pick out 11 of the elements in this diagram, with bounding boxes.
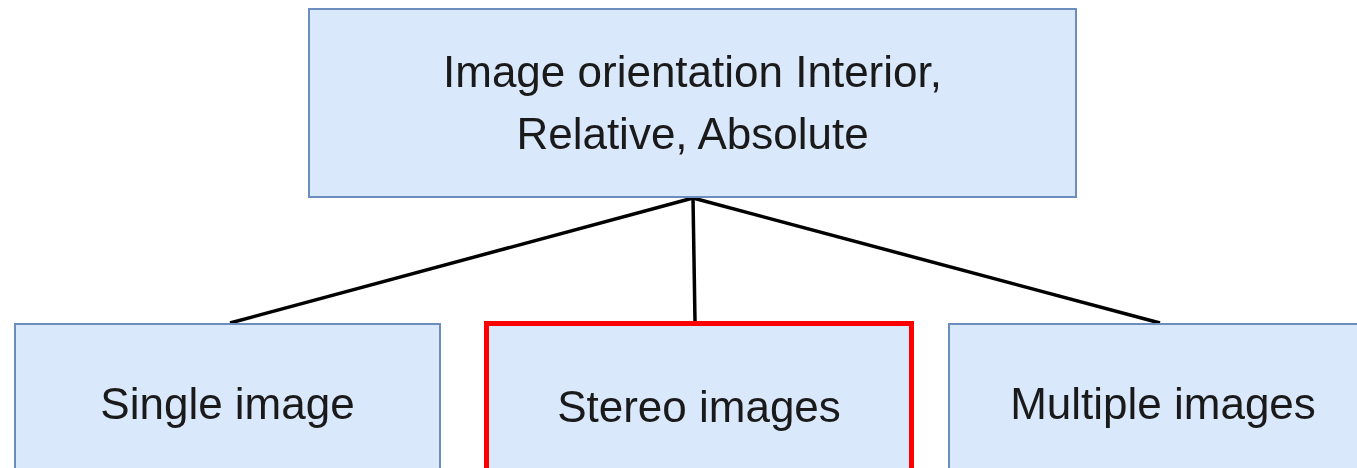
box-label: Stereo images [557, 381, 841, 433]
process-box [308, 8, 1077, 198]
connector-line [229, 196, 694, 325]
box-label: Image orientation Interior, Relative, Absolute [442, 46, 943, 160]
process-box [948, 323, 1357, 468]
connector-line [692, 196, 1161, 325]
connector-line [691, 197, 697, 322]
process-box [484, 321, 914, 468]
box-label: Multiple images [1010, 378, 1316, 430]
box-label: Single image [100, 378, 355, 430]
process-box [14, 323, 441, 468]
